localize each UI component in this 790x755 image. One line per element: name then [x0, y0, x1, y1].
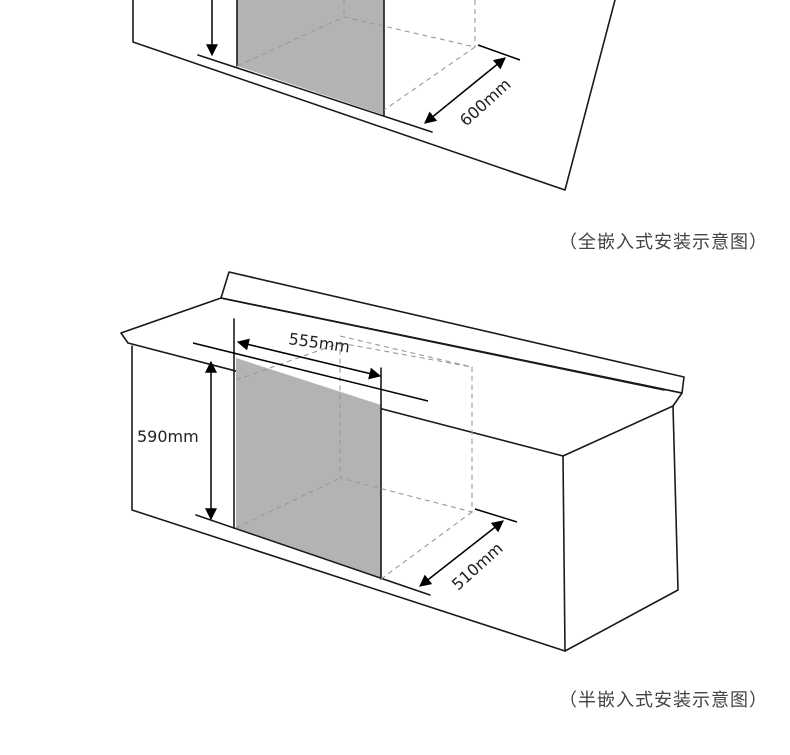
cabinet-left-side — [132, 0, 616, 191]
depth-ext-line — [477, 44, 521, 61]
dishwasher-panel — [237, 0, 384, 115]
width-label: 555mm — [287, 329, 351, 356]
cabinet-body — [131, 345, 566, 652]
bottom-caption: （半嵌入式安装示意图） — [559, 690, 768, 711]
depth-dimension-arrow — [419, 520, 504, 587]
hidden-edge — [380, 511, 473, 580]
backsplash-lower-edge — [220, 297, 665, 391]
full-built-in-diagram: 600mm — [132, 0, 616, 191]
top-caption: （全嵌入式安装示意图） — [559, 232, 768, 253]
depth-label: 600mm — [456, 75, 515, 130]
width-dimension-arrow — [236, 338, 382, 380]
half-built-in-diagram: 555mm 590mm 510mm — [120, 271, 685, 652]
depth-ext-line — [474, 508, 518, 523]
hidden-edge — [235, 477, 341, 529]
cabinet-right-side — [564, 405, 679, 652]
height-label: 590mm — [137, 427, 199, 446]
depth-label: 510mm — [448, 539, 507, 594]
dishwasher-panel — [236, 358, 381, 579]
depth-dimension-arrow — [424, 57, 506, 124]
floor-line — [197, 54, 433, 133]
floor-line — [195, 514, 431, 596]
